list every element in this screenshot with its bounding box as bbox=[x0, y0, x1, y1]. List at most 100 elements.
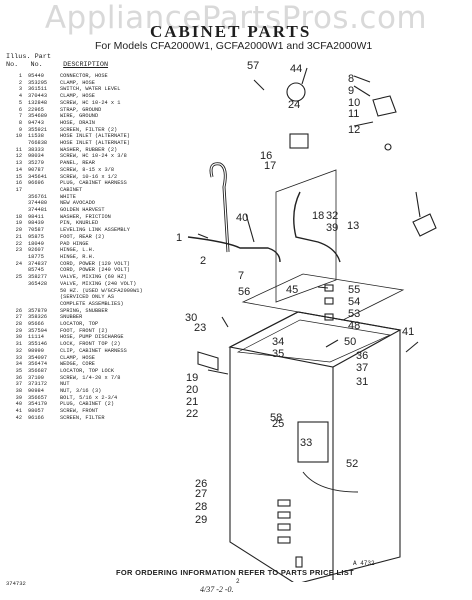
column-header-illus: Illus. Part bbox=[6, 53, 51, 61]
part-number: 90787 bbox=[28, 166, 44, 173]
part-number: 90984 bbox=[28, 388, 44, 395]
exploded-diagram bbox=[187, 67, 437, 582]
part-description: SCREW, HC 10-24 x 3/8 bbox=[60, 153, 127, 160]
part-number: 98057 bbox=[28, 408, 44, 415]
part-illus-number: 9 bbox=[18, 126, 22, 133]
callout-label: 26 bbox=[195, 478, 208, 490]
part-illus-number: 23 bbox=[15, 247, 22, 254]
part-description: WIRE, GROUND bbox=[60, 113, 99, 120]
part-description: SCREW, HC 10-24 x 1 bbox=[60, 99, 121, 106]
part-description: CONNECTOR, HOSE bbox=[60, 73, 108, 79]
part-description: CORD, POWER (240 VOLT) bbox=[60, 267, 130, 274]
part-number: 94743 bbox=[28, 119, 44, 126]
part-description: NEW AVOCADO bbox=[60, 200, 95, 207]
part-illus-number: 39 bbox=[15, 394, 22, 401]
part-number: 11114 bbox=[28, 334, 44, 341]
part-description: HINGE, R.H. bbox=[60, 253, 95, 260]
callout-label: 41 bbox=[402, 326, 415, 338]
part-illus-number: 16 bbox=[15, 180, 22, 187]
part-illus-number: 19 bbox=[15, 220, 22, 227]
part-number: 92607 bbox=[28, 247, 44, 254]
callout-label: 11 bbox=[348, 108, 360, 120]
parts-row: (SERVICED ONLY AS bbox=[6, 294, 143, 301]
part-description: CLAMP, HOSE bbox=[60, 354, 95, 361]
callout-label: 16 bbox=[260, 150, 273, 162]
callout-label: 32 bbox=[326, 210, 339, 222]
part-illus-number bbox=[6, 294, 28, 301]
callout-label: 36 bbox=[356, 350, 369, 362]
part-illus-number: 28 bbox=[15, 321, 22, 328]
part-illus-number: 42 bbox=[15, 414, 22, 421]
part-number: 356474 bbox=[28, 361, 48, 368]
part-illus-number: 20 bbox=[15, 227, 22, 234]
part-number bbox=[28, 294, 60, 301]
part-description: SCREEN, FILTER (2) bbox=[60, 126, 118, 133]
part-description: CABINET bbox=[60, 186, 83, 193]
parts-row: 9 355921 SCREEN, FILTER (2) bbox=[6, 127, 143, 134]
part-description: STRAP, GROUND bbox=[60, 106, 102, 113]
part-illus-number: 2 bbox=[18, 79, 22, 86]
part-illus-number: 5 bbox=[18, 99, 22, 106]
part-number: 22965 bbox=[28, 106, 44, 113]
callout-label: 50 bbox=[344, 336, 357, 348]
part-number: 95875 bbox=[28, 233, 44, 240]
part-description: PLUG, CABINET HARNESS bbox=[60, 180, 127, 187]
callout-label: 28 bbox=[195, 501, 208, 513]
part-description: WASHER, RUBBER (2) bbox=[60, 146, 118, 153]
part-description: LOCATOR, TOP LOCK bbox=[60, 367, 115, 374]
callout-label: 40 bbox=[236, 212, 249, 224]
part-description: VALVE, MIXING (240 VOLT) bbox=[60, 280, 137, 287]
callout-label: 17 bbox=[264, 160, 277, 172]
callout-label: 24 bbox=[288, 99, 301, 111]
callout-label: 22 bbox=[186, 408, 199, 420]
part-illus-number bbox=[6, 288, 28, 295]
part-illus-number: 7 bbox=[18, 113, 22, 120]
part-number: 766838 bbox=[28, 140, 48, 147]
part-description: HOSE INLET (ALTERNATE) bbox=[60, 140, 130, 147]
callout-label: 13 bbox=[347, 220, 360, 232]
part-illus-number: 30 bbox=[15, 334, 22, 341]
part-illus-number: 15 bbox=[15, 173, 22, 180]
page-subtitle: For Models CFA2000W1, GCFA2000W1 and 3CF… bbox=[95, 40, 373, 52]
callout-label: 52 bbox=[346, 458, 359, 470]
part-illus-number bbox=[6, 281, 28, 288]
part-number: 370443 bbox=[28, 93, 48, 100]
part-description: PIN, KNURLED bbox=[60, 220, 99, 227]
callout-label: 27 bbox=[195, 488, 208, 500]
callout-label: 44 bbox=[290, 63, 303, 75]
part-number: 35279 bbox=[28, 160, 44, 167]
part-description: HOSE, PUMP DISCHARGE bbox=[60, 334, 124, 341]
part-description: FOOT, REAR (2) bbox=[60, 233, 105, 240]
part-illus-number: 13 bbox=[15, 160, 22, 167]
part-illus-number: 14 bbox=[15, 166, 22, 173]
part-illus-number bbox=[6, 207, 28, 214]
figure-number: A 4732 bbox=[353, 560, 375, 567]
ordering-info: FOR ORDERING INFORMATION REFER TO PARTS … bbox=[116, 568, 354, 577]
part-illus-number: 1 bbox=[18, 73, 22, 79]
callout-label: 48 bbox=[348, 320, 361, 332]
part-number: 355921 bbox=[28, 126, 48, 133]
part-description: SPRING, SNUBBER bbox=[60, 307, 108, 314]
part-illus-number: 4 bbox=[18, 93, 22, 100]
part-illus-number: 25 bbox=[15, 274, 22, 281]
part-description: SCREW, FRONT bbox=[60, 408, 99, 415]
part-description: VALVE, MIXING (60 HZ) bbox=[60, 274, 127, 281]
part-illus-number: 32 bbox=[15, 347, 22, 354]
part-description: WASHER, FRICTION bbox=[60, 213, 111, 220]
part-number: 356761 bbox=[28, 193, 48, 200]
part-illus-number: 10 bbox=[15, 133, 22, 140]
part-description: HINGE, L.H. bbox=[60, 247, 95, 254]
